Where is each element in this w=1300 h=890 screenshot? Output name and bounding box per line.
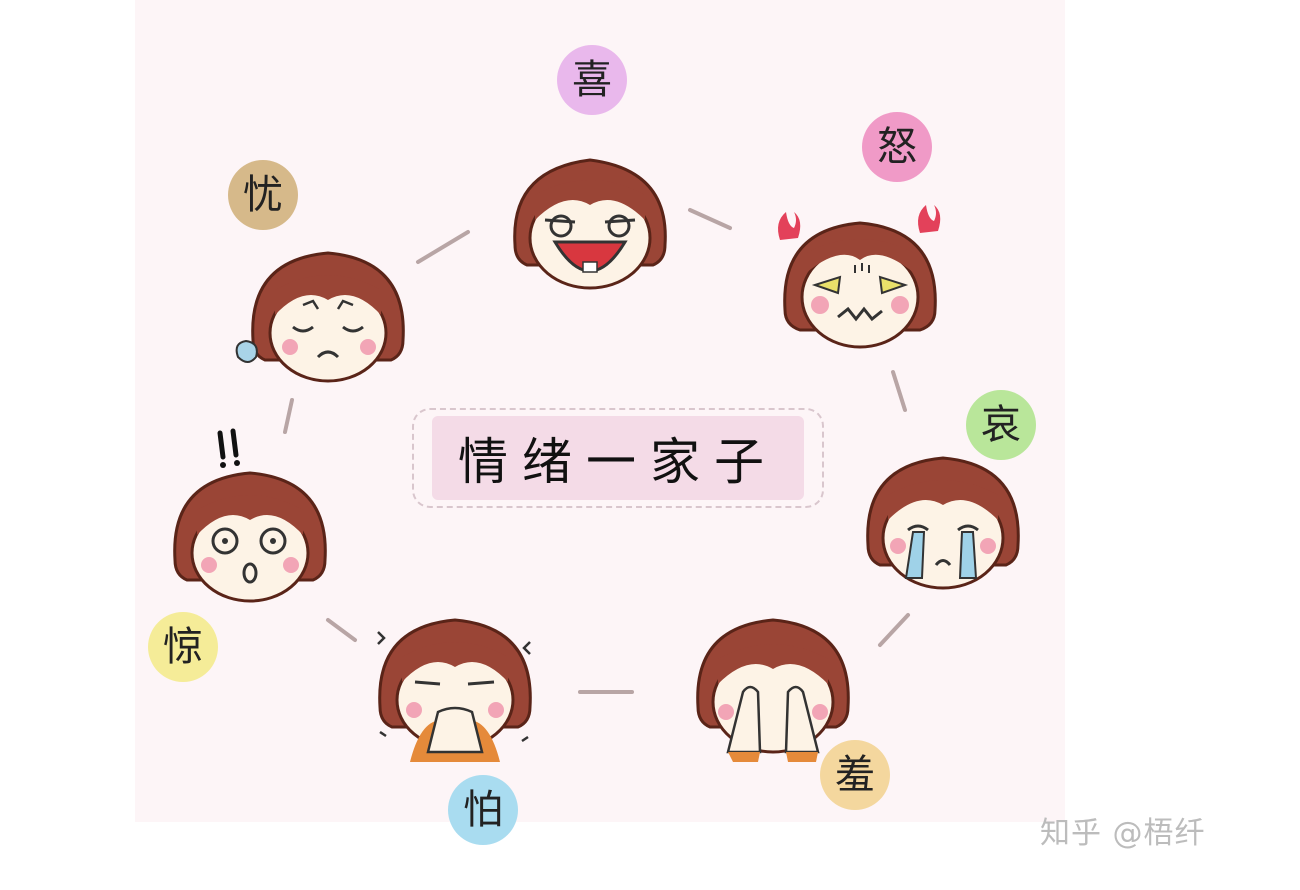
anger-label: 怒 <box>877 124 917 170</box>
anger-label-bubble: 怒 <box>862 112 932 182</box>
fear-face <box>377 618 532 762</box>
connector-anger-sorrow <box>891 370 907 412</box>
joy-face <box>513 158 667 290</box>
shy-label: 羞 <box>835 752 875 798</box>
sorrow-face <box>866 456 1020 590</box>
connector-surprise-worry <box>283 398 294 434</box>
joy-label-bubble: 喜 <box>557 45 627 115</box>
fear-label: 怕 <box>463 787 503 833</box>
surprise-label: 惊 <box>163 624 203 670</box>
sorrow-label-bubble: 哀 <box>966 390 1036 460</box>
connector-joy-anger <box>688 208 732 230</box>
shy-face <box>696 618 850 762</box>
joy-label: 喜 <box>572 57 612 103</box>
connector-worry-joy <box>416 230 470 264</box>
surprise-label-bubble: 惊 <box>148 612 218 682</box>
anger-face <box>778 205 941 349</box>
shy-label-bubble: 羞 <box>820 740 890 810</box>
fear-label-bubble: 怕 <box>448 775 518 845</box>
sorrow-label: 哀 <box>981 402 1021 448</box>
watermark-text: 知乎 @梧纤 <box>1040 816 1206 851</box>
connector-sorrow-shy <box>878 613 910 647</box>
worry-face <box>235 251 405 383</box>
page-title: 情绪一家子 <box>432 416 804 500</box>
surprise-face <box>173 428 327 603</box>
worry-label-bubble: 忧 <box>228 160 298 230</box>
title-frame: 情绪一家子 <box>412 408 824 508</box>
worry-label: 忧 <box>243 172 283 218</box>
connector-fear-surprise <box>326 618 357 642</box>
